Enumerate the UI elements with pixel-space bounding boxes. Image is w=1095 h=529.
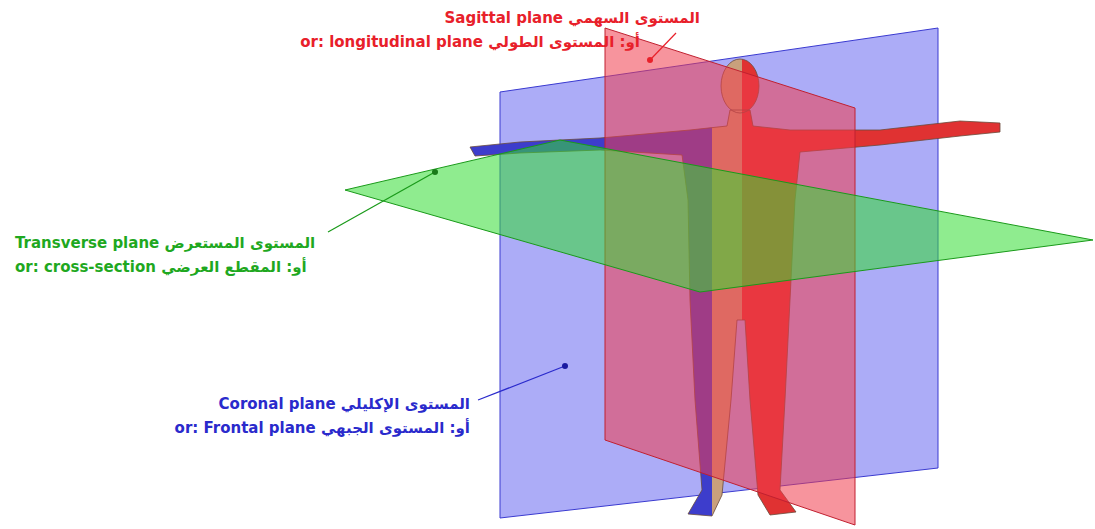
plane-name: Transverse plane المستوى المستعرض	[15, 233, 315, 253]
plane-alt-name: or: cross-section أو: المقطع العرضي	[15, 257, 307, 277]
leader-line	[650, 33, 676, 60]
plane-name: Coronal plane المستوى الإكليلي	[219, 394, 470, 414]
leader-line	[478, 366, 565, 400]
plane-alt-name: or: longitudinal plane أو: المستوى الطول…	[300, 32, 640, 52]
plane-alt-name: or: Frontal plane أو: المستوى الجبهي	[175, 418, 470, 438]
plane-name: Sagittal plane المستوى السهمي	[445, 8, 700, 28]
leader-dot	[562, 363, 568, 369]
leader-dot	[432, 169, 438, 175]
leader-line	[328, 172, 435, 232]
leader-dot	[647, 57, 653, 63]
transverse-plane	[345, 140, 1093, 292]
